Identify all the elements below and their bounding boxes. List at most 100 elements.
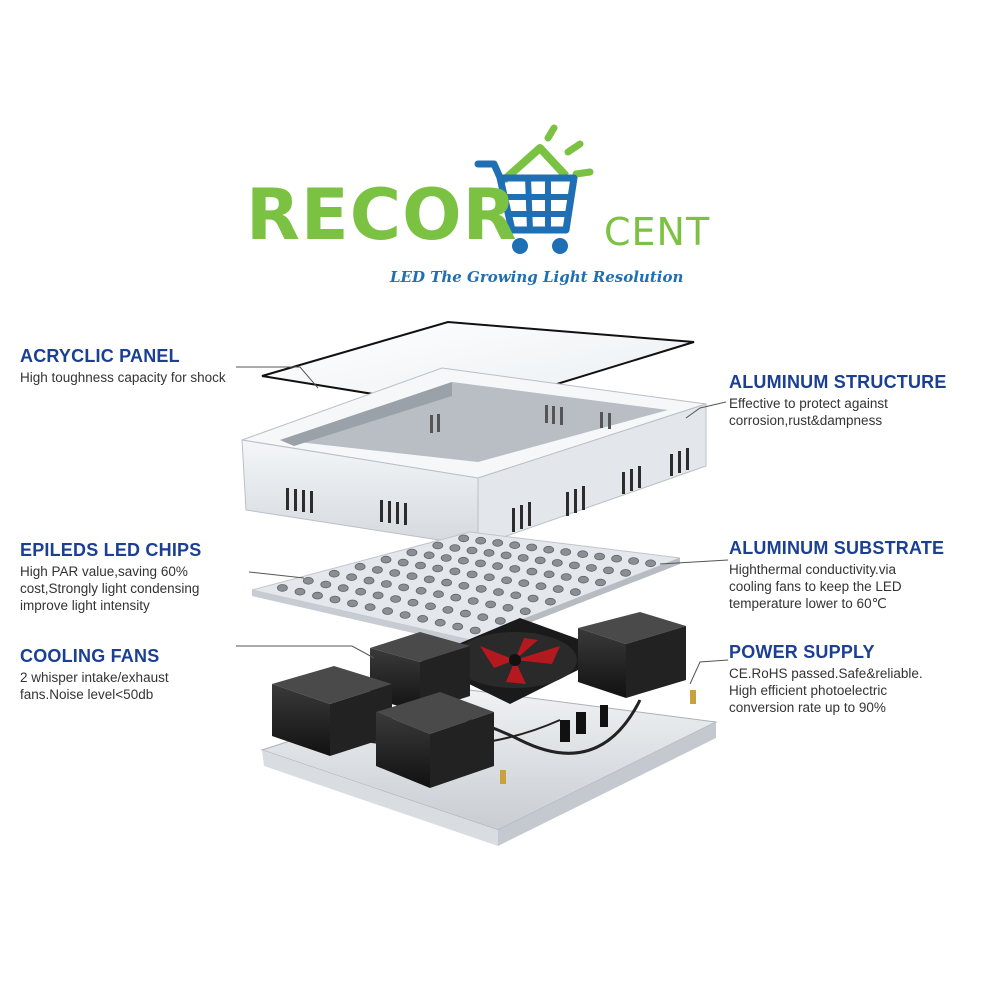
- led-chip: [398, 583, 410, 592]
- led-chip: [433, 590, 444, 598]
- led-chip: [458, 534, 470, 543]
- led-chip: [312, 591, 323, 600]
- acrylic-panel-title: ACRYCLIC PANEL: [20, 346, 180, 366]
- led-chip: [423, 575, 435, 584]
- led-chip: [458, 581, 470, 590]
- led-chip: [425, 602, 436, 611]
- led-chip: [337, 584, 349, 592]
- led-chip: [475, 559, 486, 568]
- led-chip: [595, 578, 606, 587]
- led-chip: [483, 573, 495, 582]
- led-chip: [399, 611, 411, 619]
- led-chip: [628, 557, 639, 565]
- brand-name-suffix: CENT: [604, 210, 711, 254]
- led-chip: [276, 584, 288, 592]
- led-chip: [440, 554, 452, 562]
- led-chip: [294, 587, 306, 596]
- cooling-fans-title: COOLING FANS: [20, 646, 160, 666]
- led-chip-grid: [276, 534, 656, 635]
- led-chip: [355, 587, 367, 596]
- led-chip: [457, 556, 469, 565]
- led-chip: [611, 554, 622, 563]
- led-chip: [577, 550, 589, 558]
- led-chip: [517, 554, 529, 562]
- led-chip: [328, 569, 340, 578]
- acrylic-panel-description: High toughness capacity for shock: [20, 369, 226, 385]
- led-chip: [519, 607, 531, 616]
- led-chip: [442, 606, 454, 614]
- led-chip: [380, 555, 392, 564]
- led-chip: [415, 561, 426, 570]
- led-chip: [645, 559, 656, 568]
- epileds-led-chips-description: High PAR value,saving 60% cost,Strongly …: [20, 563, 200, 613]
- led-chip: [552, 585, 564, 593]
- led-chip: [500, 551, 512, 560]
- led-chip: [371, 566, 383, 574]
- led-chip: [364, 603, 376, 611]
- power-supply-title: POWER SUPPLY: [729, 642, 875, 662]
- led-chip: [354, 562, 366, 571]
- led-chip: [432, 541, 444, 550]
- led-chip: [423, 551, 435, 560]
- led-chip: [534, 556, 546, 565]
- led-chip: [527, 594, 539, 603]
- led-chip: [518, 579, 530, 587]
- led-chip: [389, 569, 401, 577]
- led-chip: [560, 573, 572, 581]
- label-aluminum-substrate: ALUMINUM SUBSTRATE Highthermal conductiv…: [729, 538, 944, 612]
- led-chip: [535, 582, 547, 590]
- led-chip: [449, 567, 461, 576]
- led-chip: [466, 546, 478, 555]
- label-epileds-led-chips: EPILEDS LED CHIPS High PAR value,saving …: [20, 540, 201, 614]
- led-chip: [560, 548, 572, 556]
- led-chip: [545, 597, 556, 606]
- led-chip: [543, 570, 555, 579]
- led-chip: [594, 552, 605, 561]
- power-supply-boxes: [272, 612, 696, 788]
- led-chip: [492, 539, 504, 547]
- led-chip: [483, 549, 495, 557]
- led-chip: [586, 564, 597, 572]
- led-chip: [578, 575, 589, 584]
- shopping-cart-with-sun-icon: [474, 124, 594, 254]
- led-chip: [469, 626, 481, 635]
- led-chip: [382, 607, 394, 615]
- led-chip: [502, 603, 514, 612]
- led-chip: [380, 580, 392, 588]
- led-chip: [347, 599, 358, 608]
- led-chip: [485, 600, 497, 609]
- cooling-fans-description: 2 whisper intake/exhaust fans.Noise leve…: [20, 669, 169, 702]
- led-chip: [320, 580, 332, 589]
- led-chip: [543, 545, 555, 554]
- led-chip: [467, 597, 479, 605]
- label-acrylic-panel: ACRYCLIC PANEL High toughness capacity f…: [20, 346, 226, 386]
- led-chip: [346, 573, 358, 581]
- led-chip: [501, 576, 513, 585]
- led-chip: [415, 586, 427, 595]
- led-chip: [302, 576, 314, 585]
- led-chip: [452, 622, 464, 631]
- label-aluminum-structure: ALUMINUM STRUCTURE Effective to protect …: [729, 372, 947, 429]
- led-chip: [509, 565, 521, 573]
- led-chip: [526, 567, 538, 576]
- led-chip: [477, 613, 489, 621]
- led-chip: [620, 569, 631, 577]
- led-chip: [434, 618, 446, 627]
- aluminum-substrate-title: ALUMINUM SUBSTRATE: [729, 538, 945, 558]
- led-chip: [406, 548, 418, 557]
- led-chip: [526, 543, 538, 552]
- led-chip: [407, 598, 419, 607]
- label-cooling-fans: COOLING FANS 2 whisper intake/exhaust fa…: [20, 646, 169, 703]
- led-chip: [494, 617, 506, 625]
- led-chip: [450, 593, 462, 602]
- led-chip: [475, 536, 487, 545]
- power-supply-description: CE.RoHS passed.Safe&reliable. High effic…: [729, 665, 923, 715]
- led-chip: [390, 595, 402, 603]
- aluminum-structure-shape: [241, 367, 707, 547]
- led-chip: [570, 588, 581, 596]
- label-power-supply: POWER SUPPLY CE.RoHS passed.Safe&reliabl…: [729, 642, 923, 716]
- led-chip: [449, 544, 461, 552]
- led-chip: [417, 614, 429, 623]
